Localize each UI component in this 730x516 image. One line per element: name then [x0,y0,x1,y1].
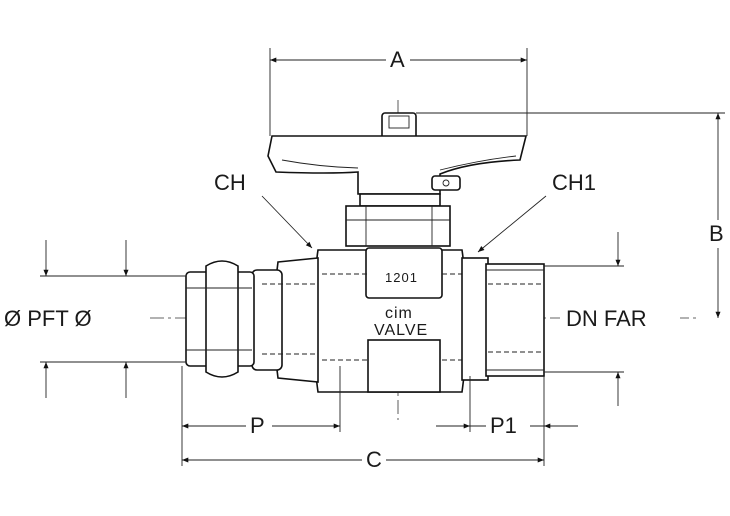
dimension-a [269,46,528,136]
label-p: P [250,413,265,438]
label-c: C [366,447,382,472]
label-b: B [709,221,724,246]
marking-number: 1201 [385,270,418,285]
label-ch: CH [214,170,246,195]
label-pft: Ø PFT Ø [4,306,92,331]
dimension-b [416,112,730,318]
leader-ch [261,195,313,249]
dimension-pft [40,240,186,398]
label-p1: P1 [490,413,517,438]
male-thread-end [461,257,545,381]
dimension-dn-far [544,232,680,406]
dimension-p1 [436,376,578,440]
marking-valve: VALVE [374,322,428,339]
butterfly-handle [267,112,528,195]
marking-logo: cim [385,305,413,322]
dimension-c [181,366,545,474]
label-dn-far: DN FAR [566,306,647,331]
stem-neck [345,193,451,247]
press-fitting-end [185,257,319,383]
label-ch1: CH1 [552,170,596,195]
label-a: A [390,47,405,72]
dimension-p [181,366,341,440]
leader-ch1 [477,195,547,253]
